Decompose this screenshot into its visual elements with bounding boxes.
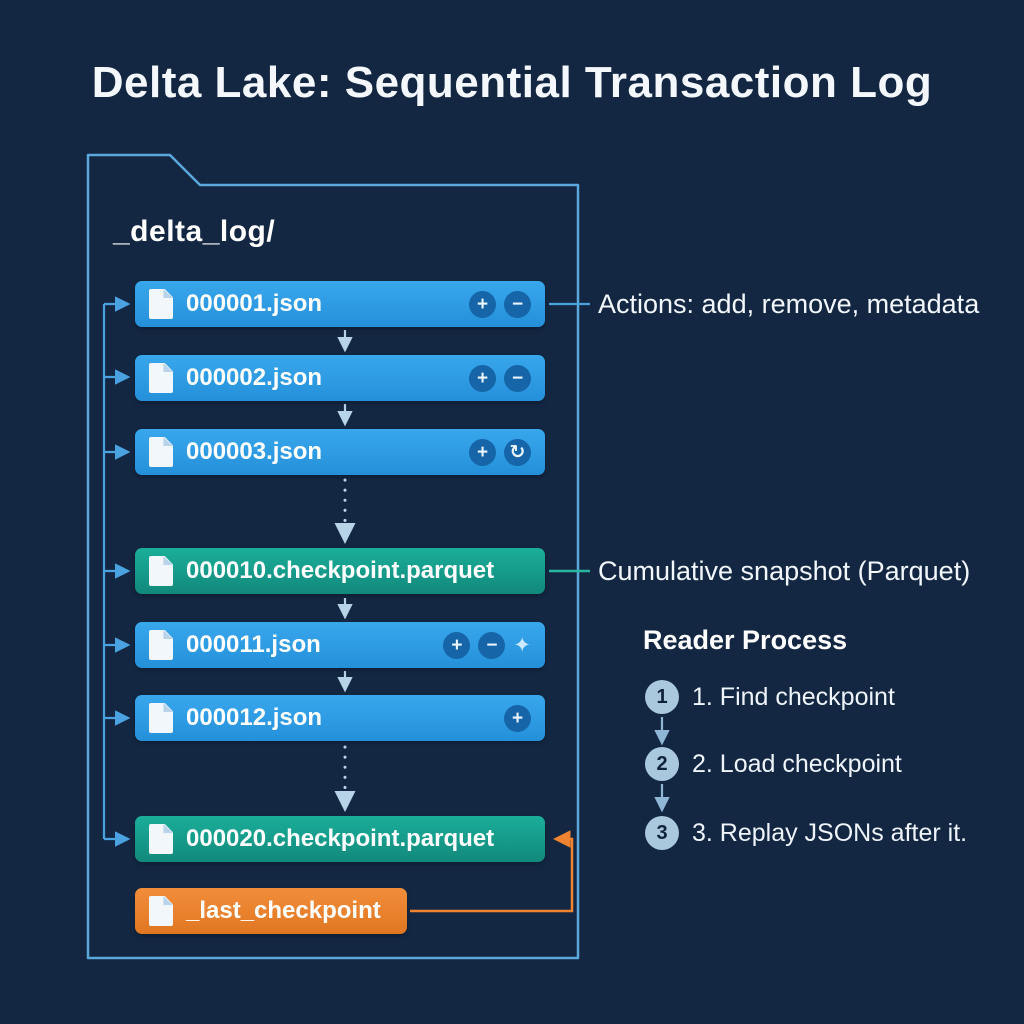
log-file-bar: 000002.json + − [135,355,545,401]
remove-icon: − [504,364,531,392]
step-label: 1. Find checkpoint [692,683,895,711]
checkpoint-annotation: Cumulative snapshot (Parquet) [598,556,971,586]
file-name: 000002.json [186,364,323,391]
add-icon: + [469,364,496,392]
remove-icon: − [504,290,531,318]
file-name: 000010.checkpoint.parquet [186,557,495,584]
file-name: 000001.json [186,290,323,317]
file-name: 000011.json [186,631,321,658]
file-icon [149,437,173,467]
step-number-badge: 2 [645,747,679,781]
step-number-badge: 1 [645,680,679,714]
log-file-bar: 000003.json + ↻ [135,429,545,475]
step-label: 2. Load checkpoint [692,750,902,778]
checkpoint-file-bar: 000020.checkpoint.parquet [135,816,545,862]
file-icon [149,896,173,926]
actions-annotation: Actions: add, remove, metadata [598,289,980,319]
add-icon: + [504,704,531,732]
last-checkpoint-bar: _last_checkpoint [135,888,407,934]
page-title: Delta Lake: Sequential Transaction Log [91,58,933,107]
file-icon [149,824,173,854]
add-icon: + [469,290,496,318]
log-file-bar: 000011.json + − ✦ [135,622,545,668]
file-name: _last_checkpoint [186,897,381,924]
update-icon: ↻ [504,438,531,466]
remove-icon: − [478,631,506,659]
file-name: 000012.json [186,704,323,731]
file-icon [149,556,173,586]
add-icon: + [443,631,471,659]
file-icon [149,630,173,660]
log-file-bar: 000001.json + − [135,281,545,327]
wand-icon: ✦ [513,633,531,657]
delta-log-folder-label: _delta_log/ [113,215,276,248]
file-icon [149,363,173,393]
file-icon [149,289,173,319]
file-icon [149,703,173,733]
reader-process-title: Reader Process [643,625,848,655]
checkpoint-file-bar: 000010.checkpoint.parquet [135,548,545,594]
step-number-badge: 3 [645,816,679,850]
add-icon: + [469,438,496,466]
log-file-bar: 000012.json + [135,695,545,741]
step-label: 3. Replay JSONs after it. [692,819,968,847]
file-name: 000003.json [186,438,323,465]
file-name: 000020.checkpoint.parquet [186,825,495,852]
